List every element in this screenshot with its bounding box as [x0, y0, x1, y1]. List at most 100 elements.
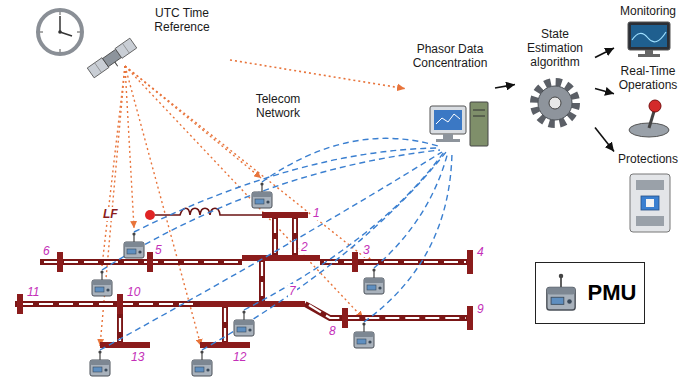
satellite: [87, 38, 139, 81]
transmission-line-core: [324, 261, 466, 263]
pdc-computer: [430, 102, 488, 146]
pmu-symbol: [546, 274, 574, 310]
pdc-computer: [473, 110, 485, 111]
pmu-device: [252, 182, 272, 208]
gear-icon: [538, 86, 572, 120]
bus-bar: [200, 342, 250, 348]
gear-icon: [534, 82, 576, 124]
time-sync-line: [125, 66, 373, 264]
legend-label: PMU: [588, 280, 637, 306]
transmission-line-core: [275, 219, 295, 254]
gear-icon: [549, 97, 561, 109]
time-sync-line: [102, 66, 125, 266]
telecom-link: [100, 152, 442, 350]
satellite: [122, 43, 129, 53]
bus-number: 6: [42, 244, 51, 258]
transmission-line: [259, 258, 265, 304]
utc-clock: [40, 32, 43, 33]
utc-clock: [38, 10, 82, 54]
telecom-link: [134, 148, 438, 232]
satellite: [115, 62, 118, 66]
monitor-icon: [628, 22, 670, 57]
bus-number: 5: [154, 243, 163, 257]
flow-arrow: [595, 88, 614, 93]
utc-clock: [60, 12, 61, 15]
utc-clock: [59, 16, 61, 32]
pmu-device: [192, 350, 212, 376]
pmu-device: [364, 268, 384, 294]
pmu-device: [90, 182, 384, 376]
control-joystick-icon: [629, 100, 669, 137]
transmission-line-core: [224, 308, 226, 341]
transmission-line: [15, 215, 470, 345]
state-estimation-node: State Estimation algorithm: [515, 25, 595, 130]
utc-clock: [60, 49, 61, 52]
utc-clock: [77, 32, 80, 33]
transmission-line: [320, 259, 470, 265]
monitoring-node: Monitoring: [614, 2, 682, 60]
breaker-icon: [646, 199, 654, 207]
flow-arrow: [595, 48, 614, 58]
protections-node: Protections: [614, 150, 682, 238]
transmission-line: [305, 304, 470, 318]
bus-bar: [342, 308, 348, 328]
bus-bar: [467, 306, 473, 330]
bus-number: 10: [126, 285, 141, 299]
transmission-line: [15, 301, 200, 307]
telecom-link: [202, 152, 446, 350]
bus-label: LF: [102, 207, 119, 221]
pdc-node: Phasor Data Concentration: [405, 40, 495, 152]
gear-icon: [534, 82, 576, 124]
node-label: Real-Time Operations: [615, 64, 681, 92]
time-sync-arrow: [230, 60, 405, 89]
control-joystick-icon: [649, 100, 661, 112]
transmission-line-core: [309, 305, 466, 318]
pmu-device: [234, 310, 254, 336]
bus-bar: [57, 252, 63, 272]
bus-bar: [352, 252, 358, 272]
transmission-line-core: [44, 261, 238, 263]
utc-clock: [40, 12, 80, 52]
legend-item: PMU: [544, 273, 637, 313]
node-label: UTC Time Reference: [139, 6, 225, 34]
pmu-device: [354, 322, 374, 348]
bus-bar: [117, 294, 123, 314]
time-reference-node: UTC Time Reference: [35, 2, 230, 86]
bus-number: 3: [362, 243, 371, 257]
telecom-link: [374, 152, 448, 268]
pmu-device: [124, 232, 144, 258]
bus-bar: [17, 294, 23, 314]
bus-number: 8: [328, 324, 337, 338]
bus-number: 1: [312, 206, 321, 220]
transmission-line-core: [119, 318, 121, 341]
legend-box: PMU: [535, 262, 645, 324]
operations-node: Real-Time Operations: [614, 64, 682, 142]
bus-number: 12: [232, 350, 247, 364]
bus-number: 11: [26, 285, 40, 299]
pdc-computer: [430, 106, 466, 134]
bus-bar: [467, 250, 473, 274]
flow-arrow: [495, 85, 515, 89]
node-label: Protections: [615, 152, 681, 166]
telecom-link: [364, 152, 452, 322]
network-label: Telecom Network: [240, 92, 316, 120]
transmission-line: [222, 304, 228, 345]
utc-clock: [60, 32, 72, 36]
time-sync-line: [125, 66, 363, 318]
power-grid: [15, 208, 470, 345]
slack-bus-dot: [145, 210, 155, 220]
transmission-line: [40, 259, 242, 265]
bus-bar: [200, 301, 305, 307]
bus-bar: [242, 255, 320, 261]
breaker-icon: [630, 174, 670, 232]
bus-number: 9: [476, 302, 485, 316]
monitor-icon: [638, 54, 660, 57]
pmu-device: [90, 350, 110, 376]
breaker-icon: [641, 196, 659, 210]
node-label: State Estimation algorithm: [516, 27, 594, 69]
satellite: [115, 38, 137, 58]
bus-number: 7: [288, 284, 297, 298]
pdc-computer: [470, 102, 488, 146]
